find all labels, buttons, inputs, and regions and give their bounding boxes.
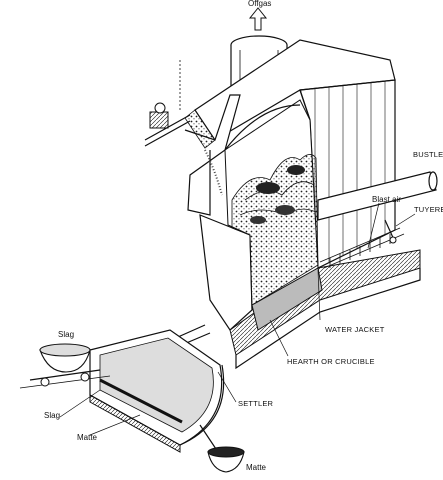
settler xyxy=(89,329,225,453)
label-slag-pot: Slag xyxy=(58,330,74,339)
label-settler: SETTLER xyxy=(238,399,274,408)
offgas-arrow-icon xyxy=(248,7,268,31)
matte-ladle xyxy=(199,424,245,473)
label-offgas: Offgas xyxy=(248,0,271,8)
label-water-jacket: WATER JACKET xyxy=(325,325,385,334)
label-hearth-crucible: HEARTH OR CRUCIBLE xyxy=(287,357,375,366)
label-bustle-pipe: BUSTLE PIPE xyxy=(413,150,443,159)
label-matte-layer: Matte xyxy=(77,433,98,442)
label-blast-air: Blast air xyxy=(372,195,401,204)
charge-chute xyxy=(184,109,223,196)
slag-pot-car xyxy=(19,343,111,389)
label-tuyere: TUYERE xyxy=(414,205,443,214)
hearth-crucible xyxy=(251,267,323,331)
leader-lines xyxy=(59,202,416,436)
bustle-pipe xyxy=(317,171,438,221)
tuyere-row xyxy=(319,219,405,269)
furnace-charge xyxy=(231,154,319,306)
label-slag-layer: Slag xyxy=(44,411,60,420)
skip-car xyxy=(144,60,191,147)
label-matte-ladle: Matte xyxy=(246,463,267,472)
